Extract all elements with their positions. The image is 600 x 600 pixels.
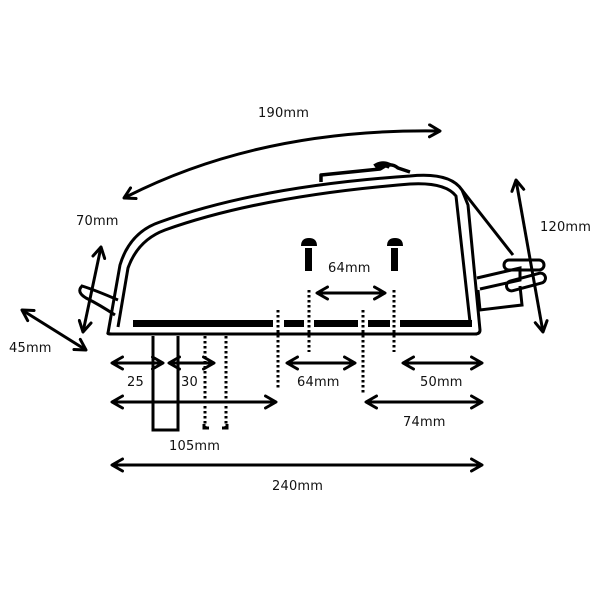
label-front-25: 25: [127, 375, 144, 390]
rear-height-arrow: [510, 178, 549, 334]
label-rear-50: 50mm: [420, 375, 463, 390]
label-front-30: 30: [181, 375, 198, 390]
front-depth-arrow: [20, 308, 88, 352]
label-total-length: 240mm: [272, 479, 324, 494]
frame-tube: [151, 336, 180, 432]
bag-body: [106, 161, 482, 336]
top-length-arrow: [122, 123, 442, 201]
rear-strap-buckle: [460, 189, 547, 312]
label-top-length: 190mm: [258, 106, 310, 121]
label-rear-74: 74mm: [403, 415, 446, 430]
front-height-arrow: [77, 245, 107, 334]
label-front-105: 105mm: [169, 439, 221, 454]
label-mid-64: 64mm: [297, 375, 340, 390]
label-rear-height: 120mm: [540, 220, 592, 235]
bolt-icon-left: [301, 238, 317, 271]
label-bolt-spacing: 64mm: [328, 261, 371, 276]
label-front-depth: 45mm: [9, 341, 52, 356]
bolt-icon-right: [387, 238, 403, 271]
base-bar: [133, 320, 472, 327]
dotted-guides: [203, 290, 396, 428]
label-front-height: 70mm: [76, 214, 119, 229]
dotted-tube-bottom: [202, 424, 229, 430]
